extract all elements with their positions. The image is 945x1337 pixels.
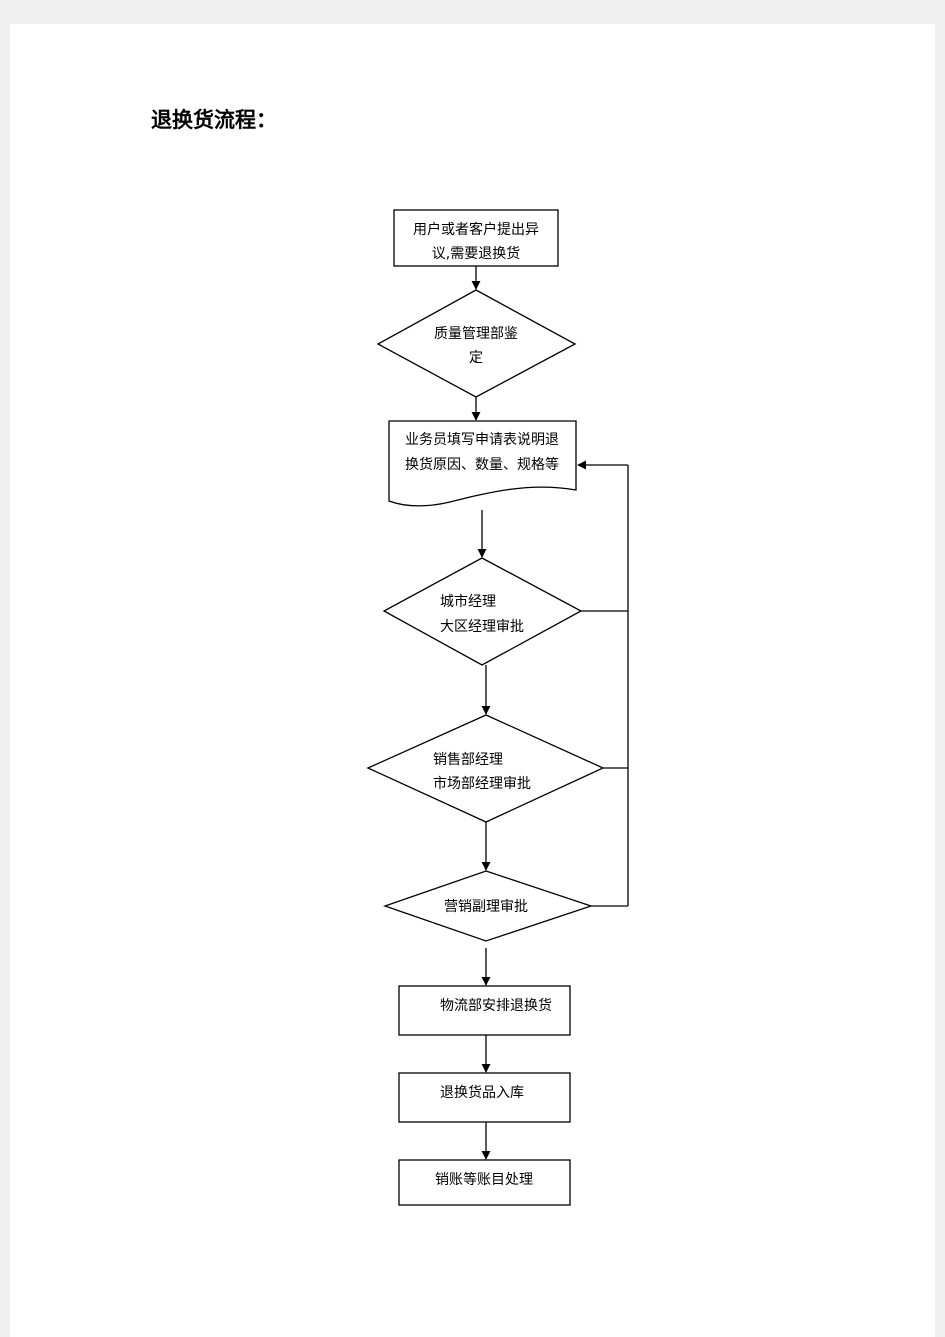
decision-diamond <box>382 557 583 666</box>
node-start-line2: 议,需要退换货 <box>432 245 520 262</box>
node-start: 用户或者客户提出异 议,需要退换货 <box>393 209 559 267</box>
decision-diamond <box>383 870 594 942</box>
node-accounting-line1: 销账等账目处理 <box>435 1171 533 1188</box>
page-title: 退换货流程： <box>151 107 277 132</box>
node-logistics: 物流部安排退换货 <box>398 985 571 1036</box>
node-city: 城市经理 大区经理审批 <box>382 557 583 666</box>
node-marketing-line1: 营销副理审批 <box>444 899 528 915</box>
node-accounting: 销账等账目处理 <box>398 1159 571 1206</box>
node-form-line1: 业务员填写申请表说明退 <box>405 432 559 448</box>
node-quality-line2: 定 <box>469 350 483 366</box>
decision-diamond <box>366 714 605 823</box>
node-quality-line1: 质量管理部鉴 <box>434 326 518 342</box>
node-logistics-line1: 物流部安排退换货 <box>440 997 552 1014</box>
node-quality: 质量管理部鉴 定 <box>376 289 577 398</box>
node-sales: 销售部经理 市场部经理审批 <box>366 714 605 823</box>
process-box <box>398 985 571 1036</box>
node-marketing: 营销副理审批 <box>383 870 594 942</box>
node-start-line1: 用户或者客户提出异 <box>413 221 539 238</box>
node-sales-line2: 市场部经理审批 <box>433 775 531 792</box>
process-box <box>398 1072 571 1123</box>
node-form-line2: 换货原因、数量、规格等 <box>405 456 559 473</box>
node-form: 业务员填写申请表说明退 换货原因、数量、规格等 <box>388 420 577 507</box>
node-sales-line1: 销售部经理 <box>433 752 503 768</box>
document-shape <box>388 420 577 507</box>
node-city-line1: 城市经理 <box>440 593 496 610</box>
node-city-line2: 大区经理审批 <box>440 619 524 635</box>
node-warehouse: 退换货品入库 <box>398 1072 571 1123</box>
decision-diamond <box>376 289 577 398</box>
node-warehouse-line1: 退换货品入库 <box>440 1084 524 1101</box>
process-box <box>398 1159 571 1206</box>
